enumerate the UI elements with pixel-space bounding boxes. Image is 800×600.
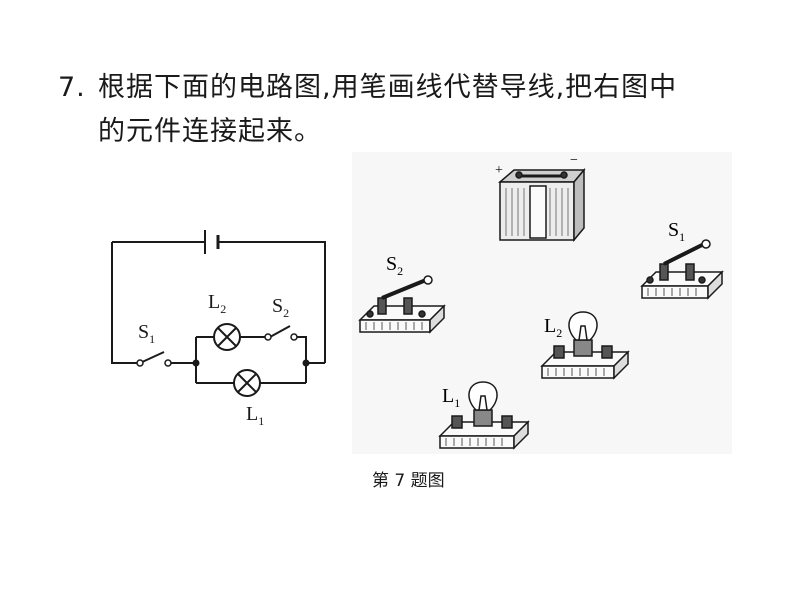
junction-right <box>302 359 310 367</box>
lamp-l2-symbol <box>213 323 241 351</box>
top-wire <box>111 241 326 364</box>
lamp-l2-device <box>540 311 630 380</box>
figure-caption: 第 7 题图 <box>372 471 445 491</box>
circuit-diagram: L2 S2 S1 L1 <box>111 230 326 428</box>
battery-plus-sign: + <box>495 163 503 178</box>
switch-s2-blade <box>269 325 291 338</box>
question-line-2: 的元件连接起来。 <box>98 116 322 147</box>
question-line-1: 根据下面的电路图,用笔画线代替导线,把右图中 <box>98 72 678 103</box>
lamp-l1-device <box>438 381 530 450</box>
switch-s1-device <box>640 239 724 300</box>
label-s2: S2 <box>272 295 289 320</box>
label-l1-device: L1 <box>442 385 460 410</box>
question-number: 7. <box>58 72 86 103</box>
battery-pack <box>497 167 586 243</box>
battery-minus-sign: − <box>570 153 578 168</box>
label-l1: L1 <box>246 403 264 428</box>
label-l2-device: L2 <box>544 315 562 340</box>
lamp-l1-symbol <box>233 369 261 397</box>
question-text: 7. 根据下面的电路图,用笔画线代替导线,把右图中 的元件连接起来。 <box>58 66 778 154</box>
junction-left <box>192 359 200 367</box>
switch-s2-device <box>358 275 446 334</box>
component-picture: + − S2 S1 L2 <box>358 153 724 450</box>
switch-s1-blade <box>139 351 165 364</box>
label-s2-device: S2 <box>386 253 403 278</box>
label-s1-device: S1 <box>668 219 685 244</box>
label-s1: S1 <box>138 321 155 346</box>
label-l2: L2 <box>208 291 226 316</box>
